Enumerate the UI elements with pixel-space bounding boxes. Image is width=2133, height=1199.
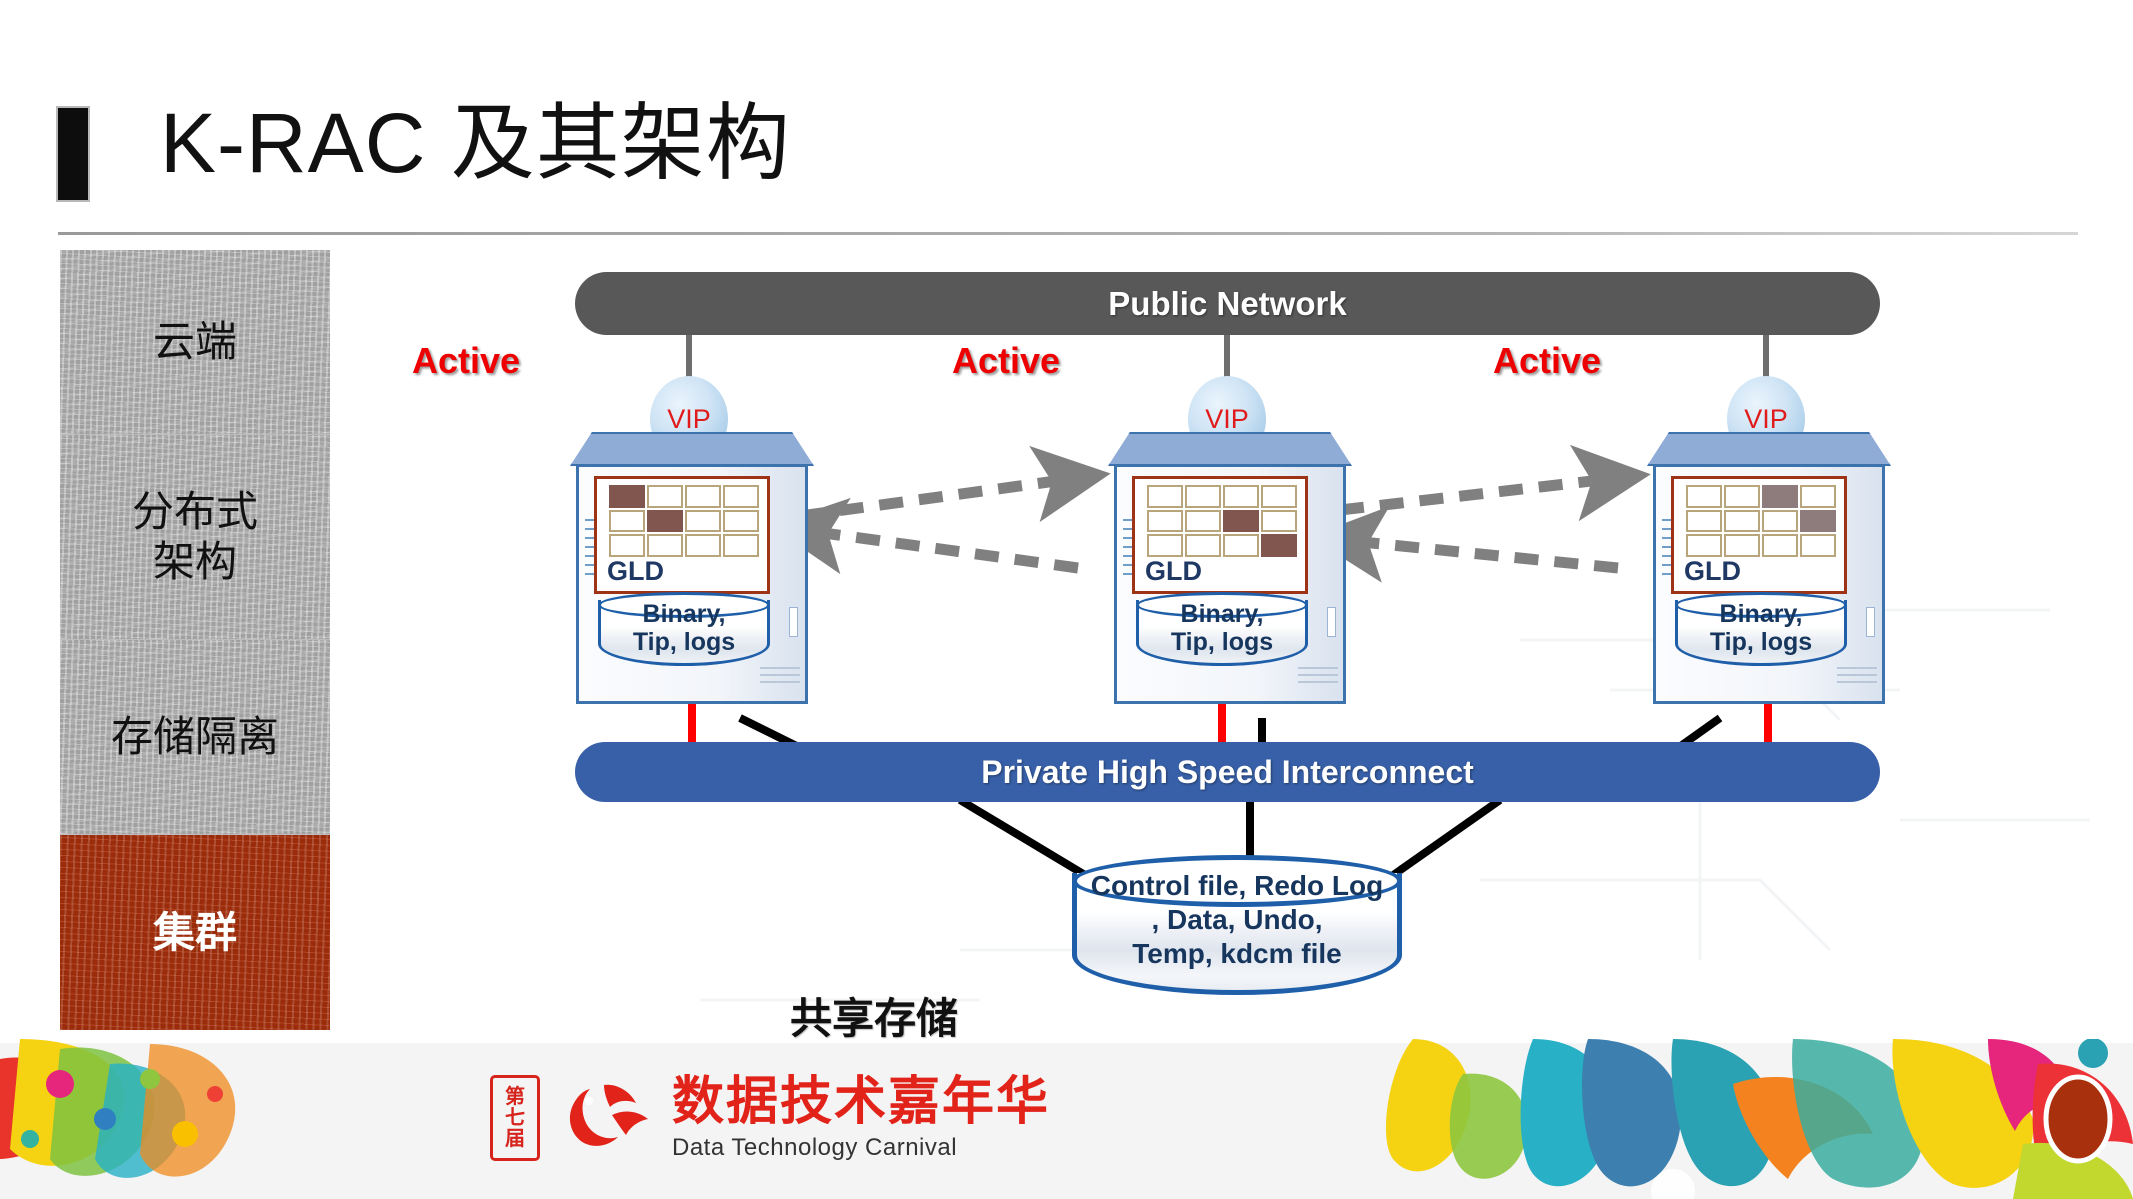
node-storage-cylinder-1: Binary, Tip, logs [598, 592, 770, 674]
sync-arrow-1-2 [799, 445, 1111, 523]
page-title: K-RAC 及其架构 [160, 96, 791, 190]
gld-panel-1: GLD [594, 476, 770, 594]
active-label-2: Active [952, 340, 1061, 381]
gld-label: GLD [1684, 556, 1741, 586]
edition-badge-char3: 届 [505, 1127, 525, 1150]
cylinder-text: Binary, Tip, logs [1136, 600, 1308, 656]
cylinder-line2: Tip, logs [1709, 628, 1813, 656]
sidebar-item-label: 分布式 架构 [132, 487, 258, 586]
gld-panel-3: GLD [1671, 476, 1847, 594]
sync-arrow-2-3 [1339, 444, 1651, 522]
public-network-bar: Public Network [575, 272, 1880, 335]
cylinder-top [1136, 592, 1308, 618]
server-slot-icon [1866, 607, 1875, 637]
shared-storage-text: Control file, Redo Log , Data, Undo, Tem… [1072, 869, 1402, 971]
title-divider [58, 232, 2078, 235]
shared-line1: Control file, Redo Log [1090, 870, 1384, 901]
server-node-1[interactable]: GLD Binary, Tip, logs [570, 432, 814, 704]
active-label-3: Active [1493, 340, 1602, 381]
footer-art-right [1385, 1039, 2133, 1199]
server-node-2[interactable]: GLD Binary, Tip, logs [1108, 432, 1352, 704]
shared-storage-caption: 共享存储 [790, 995, 959, 1042]
sidebar-item-distributed-architecture[interactable]: 分布式 架构 [60, 435, 330, 640]
cylinder-line2: Tip, logs [632, 628, 736, 656]
server-slot-icon [1327, 607, 1336, 637]
edition-badge-char2: 七 [505, 1106, 525, 1129]
gld-label: GLD [1145, 556, 1202, 586]
shared-storage-cylinder[interactable]: Control file, Redo Log , Data, Undo, Tem… [1072, 855, 1402, 1010]
sync-arrow-2-1 [769, 497, 1079, 575]
vip-label: VIP [1205, 403, 1249, 434]
gld-grid-2 [1147, 485, 1297, 557]
cylinder-line1: Binary, [1719, 600, 1803, 628]
server-slot-icon [789, 607, 798, 637]
active-label-1: Active [412, 340, 521, 381]
footer-art-left [0, 1039, 236, 1178]
cylinder-top [1072, 855, 1402, 907]
cylinder-line1: Binary, [1180, 600, 1264, 628]
cylinder-text: Binary, Tip, logs [598, 600, 770, 656]
server-lines-icon [1837, 667, 1877, 683]
brand-name-en: Data Technology Carnival [672, 1133, 958, 1161]
gld-grid-1 [609, 485, 759, 557]
node-storage-cylinder-3: Binary, Tip, logs [1675, 592, 1847, 674]
cylinder-line1: Binary, [642, 600, 726, 628]
cylinder-text: Binary, Tip, logs [1675, 600, 1847, 656]
cylinder-top [1675, 592, 1847, 618]
sidebar-item-storage-isolation[interactable]: 存储隔离 [60, 640, 330, 835]
phoenix-bird-logo-icon [569, 1084, 648, 1147]
server-node-3[interactable]: GLD Binary, Tip, logs [1647, 432, 1891, 704]
interconnect-label: Private High Speed Interconnect [981, 753, 1474, 790]
public-network-label: Public Network [1108, 284, 1347, 322]
server-cap [1108, 432, 1352, 466]
sidebar-item-label: 云端 [152, 318, 237, 366]
edition-badge: 第 七 届 [490, 1075, 540, 1162]
server-lines-icon [1298, 667, 1338, 683]
brand-words: 数据技术嘉年华 Data Technology Carnival [672, 1075, 1050, 1162]
sidebar-item-cluster[interactable]: 集群 [60, 835, 330, 1030]
brand-lockup: 第 七 届 数据技术嘉年华 Data Technology Carnival [490, 1075, 1050, 1162]
vip-label: VIP [667, 403, 711, 434]
private-interconnect-bar: Private High Speed Interconnect [575, 742, 1880, 802]
sidebar-item-label-line1: 分布式 [131, 488, 258, 536]
server-cap [1647, 432, 1891, 466]
gld-grid-3 [1686, 485, 1836, 557]
architecture-diagram: Public Network Active Active Active VIP … [412, 272, 1891, 1042]
server-lines-icon [760, 667, 800, 683]
edition-badge-char1: 第 [505, 1085, 525, 1108]
sidebar-item-label-line2: 架构 [152, 538, 237, 585]
sidebar-item-label: 集群 [152, 908, 237, 956]
shared-line3: Temp, kdcm file [1132, 938, 1342, 970]
server-cap [570, 432, 814, 466]
cylinder-line2: Tip, logs [1170, 628, 1274, 656]
gld-panel-2: GLD [1132, 476, 1308, 594]
cylinder-top [598, 592, 770, 618]
brand-name-cn: 数据技术嘉年华 [672, 1073, 1051, 1131]
sync-arrow-3-2 [1309, 506, 1619, 583]
stage-sidebar: 云端 分布式 架构 存储隔离 集群 [60, 250, 330, 1030]
shared-line2: , Data, Undo, [1151, 904, 1323, 936]
title-accent-bar [58, 108, 88, 200]
sidebar-item-cloud[interactable]: 云端 [60, 250, 330, 435]
footer-bar: 第 七 届 数据技术嘉年华 Data Technology Carnival [0, 1039, 2133, 1199]
sidebar-item-label: 存储隔离 [110, 713, 279, 761]
footer-topline [0, 1039, 2133, 1043]
node-storage-cylinder-2: Binary, Tip, logs [1136, 592, 1308, 674]
gld-label: GLD [607, 556, 664, 586]
vip-label: VIP [1744, 403, 1788, 434]
